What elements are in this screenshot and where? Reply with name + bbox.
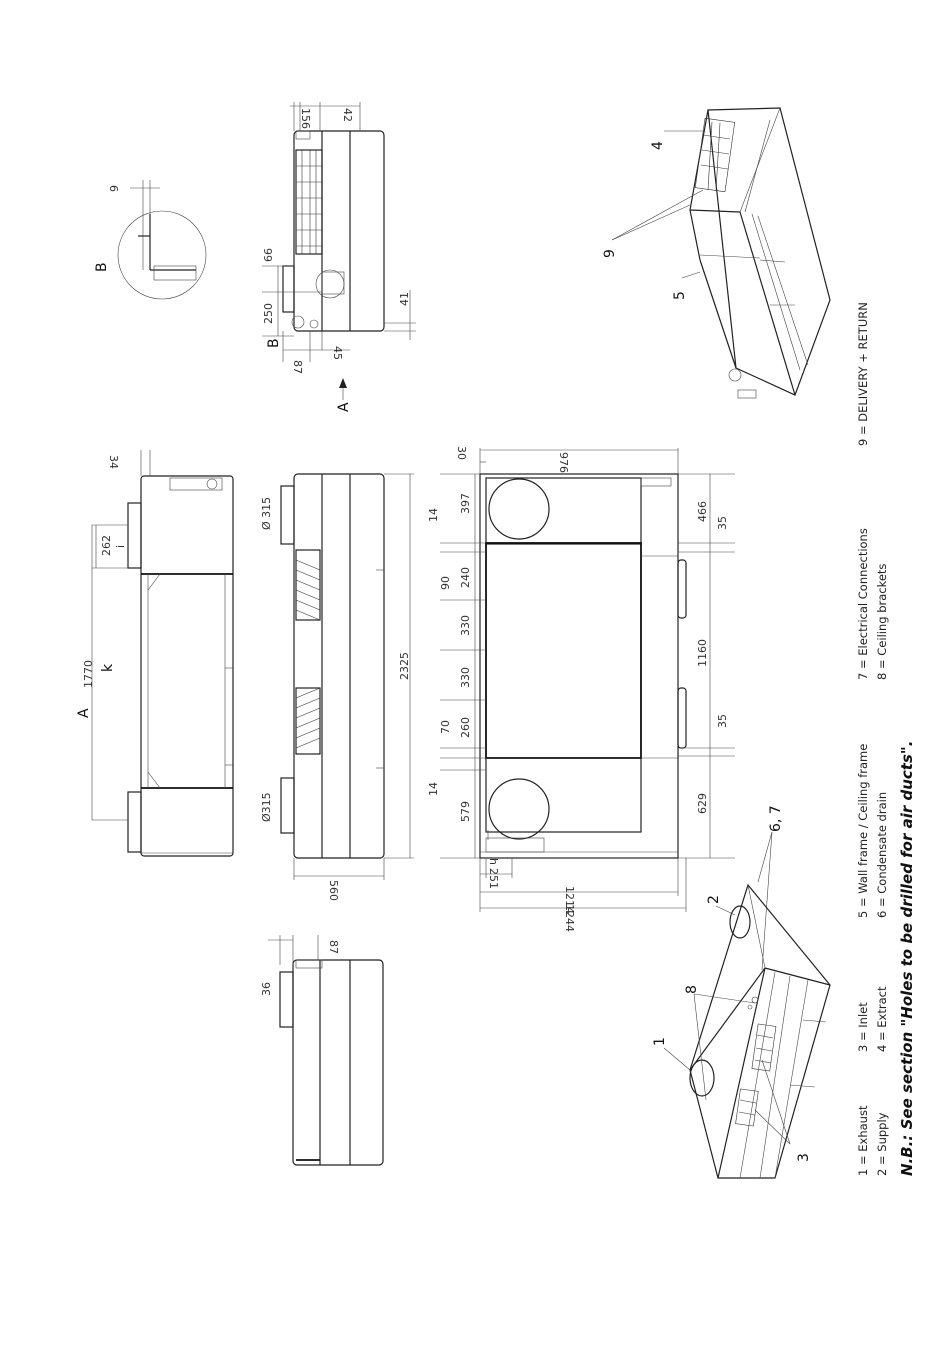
label-A-arrow: A <box>336 402 352 412</box>
dim-36: 36 <box>260 982 273 996</box>
dim-42: 42 <box>341 108 354 122</box>
dim-1770: 1770 <box>82 660 95 688</box>
label-A: A <box>76 708 92 718</box>
callout-5: 5 <box>672 291 688 300</box>
dim-14-top: 14 <box>427 508 440 522</box>
dim-156: 156 <box>299 108 312 129</box>
side-view: 34 262 i 1770 k A <box>76 450 234 857</box>
dim-251: 251 <box>487 868 500 889</box>
callout-1: 1 <box>652 1037 668 1046</box>
dim-262: 262 <box>100 535 113 556</box>
dim-330-b: 330 <box>459 667 472 688</box>
note-text: N.B.: See section "Holes to be drilled f… <box>898 741 916 1176</box>
end-view-top: 156 42 66 250 B 87 45 41 A <box>262 102 416 412</box>
dim-45: 45 <box>331 346 344 360</box>
dim-35-bottom: 35 <box>716 714 729 728</box>
legend-item-6: 6 = Condensate drain <box>875 792 889 918</box>
dim-466: 466 <box>696 501 709 522</box>
isometric-view-bottom: 1 2 3 6, 7 8 <box>652 805 831 1179</box>
dim-70: 70 <box>439 720 452 734</box>
duct-circle-bottom <box>488 778 550 840</box>
legend-item-5: 5 = Wall frame / Ceiling frame <box>856 744 870 918</box>
label-B: B <box>266 338 282 348</box>
label-h: h <box>487 858 500 865</box>
dim-560: 560 <box>327 880 340 901</box>
callout-8: 8 <box>684 985 700 994</box>
duct-circle-top <box>488 478 550 540</box>
supply-duct <box>729 905 751 939</box>
dim-579: 579 <box>459 801 472 822</box>
dim-260: 260 <box>459 717 472 738</box>
legend-item-2: 2 = Supply <box>875 1112 889 1176</box>
dim-250: 250 <box>262 303 275 324</box>
label-i: i <box>114 545 127 548</box>
dim-330-a: 330 <box>459 615 472 636</box>
detail-b: 6 B <box>94 180 207 300</box>
callout-9: 9 <box>602 249 618 258</box>
isometric-view-top: 4 9 5 <box>602 107 831 399</box>
detail-b-label: B <box>94 262 110 272</box>
dim-87-end: 87 <box>291 360 304 374</box>
dim-87: 87 <box>327 940 340 954</box>
end-view-left: 36 87 <box>260 935 384 1166</box>
legend-item-9: 9 = DELIVERY + RETURN <box>856 302 870 446</box>
legend-item-8: 8 = Ceiling brackets <box>875 564 889 680</box>
dim-35-top: 35 <box>716 516 729 530</box>
dim-34: 34 <box>107 455 120 469</box>
dim-976: 976 <box>557 452 570 473</box>
legend-item-1: 1 = Exhaust <box>856 1105 870 1176</box>
dim-397: 397 <box>459 493 472 514</box>
dim-629: 629 <box>696 793 709 814</box>
exhaust-duct <box>689 1059 715 1097</box>
callout-3: 3 <box>796 1153 812 1162</box>
legend-item-7: 7 = Electrical Connections <box>856 528 870 680</box>
dim-2325: 2325 <box>398 652 411 680</box>
dim-1244: 1244 <box>563 904 576 932</box>
dim-66: 66 <box>262 248 275 262</box>
callout-2: 2 <box>706 895 722 904</box>
legend: 1 = Exhaust 2 = Supply 3 = Inlet 4 = Ext… <box>856 302 916 1176</box>
dim-6: 6 <box>107 185 120 192</box>
front-grille-lower <box>295 687 321 755</box>
dim-1160: 1160 <box>696 639 709 667</box>
callout-6-7: 6, 7 <box>768 805 784 832</box>
legend-item-3: 3 = Inlet <box>856 1002 870 1052</box>
dim-14-bottom: 14 <box>427 782 440 796</box>
callout-4: 4 <box>650 141 666 150</box>
dim-30: 30 <box>455 446 468 460</box>
front-view: Ø 315 Ø315 2325 560 <box>260 473 414 901</box>
dim-41: 41 <box>398 292 411 306</box>
dim-d315-top: Ø 315 <box>260 497 273 530</box>
label-k: k <box>100 663 116 672</box>
legend-item-4: 4 = Extract <box>875 986 889 1052</box>
plan-view: 30 976 466 35 1160 35 629 14 397 90 240 … <box>427 446 735 932</box>
dim-90: 90 <box>439 576 452 590</box>
dim-1214: 1214 <box>563 886 576 914</box>
front-grille-upper <box>295 549 321 621</box>
dim-d315-bottom: Ø315 <box>260 792 273 822</box>
dim-240: 240 <box>459 567 472 588</box>
